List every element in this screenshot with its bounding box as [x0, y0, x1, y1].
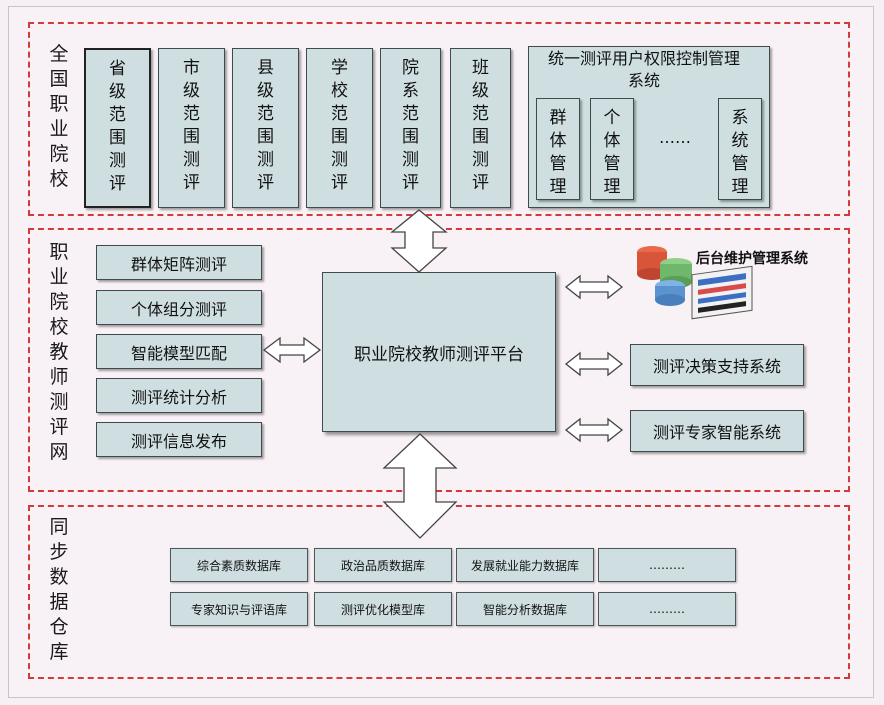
scope-label: 县级范围测评 [257, 58, 274, 193]
auth-item-individual: 个体管理 [590, 98, 634, 200]
function-box: 测评信息发布 [96, 422, 262, 457]
function-box: 个体组分测评 [96, 290, 262, 325]
horizontal-arrow-expert [564, 417, 624, 443]
auth-item-system: 系统管理 [718, 98, 762, 200]
vertical-arrow-bottom [382, 433, 458, 539]
function-label: 个体组分测评 [130, 299, 227, 319]
database-box: 综合素质数据库 [170, 548, 308, 582]
database-box: 测评优化模型库 [314, 592, 452, 626]
database-label: ……… [649, 602, 685, 616]
horizontal-arrow-left [262, 336, 322, 364]
platform-box: 职业院校教师测评平台 [322, 272, 556, 432]
scope-label: 院系范围测评 [402, 58, 419, 193]
function-label: 测评信息发布 [130, 431, 227, 451]
scope-label: 班级范围测评 [472, 58, 489, 193]
function-box: 测评统计分析 [96, 378, 262, 413]
function-box: 群体矩阵测评 [96, 245, 262, 280]
scope-label: 市级范围测评 [183, 58, 200, 193]
database-box: 政治品质数据库 [314, 548, 452, 582]
section-bottom-label: 同步数据仓库 [49, 516, 69, 663]
auth-item-label: 群体管理 [549, 108, 567, 197]
scope-box-county: 县级范围测评 [232, 48, 299, 208]
auth-item-group: 群体管理 [536, 98, 580, 200]
expert-system-box: 测评专家智能系统 [630, 410, 804, 452]
database-label: 专家知识与评语库 [190, 602, 287, 617]
database-label: 测评优化模型库 [340, 602, 425, 617]
database-box: ……… [598, 592, 736, 626]
scope-box-class: 班级范围测评 [450, 48, 511, 208]
auth-item-label: 系统管理 [731, 108, 749, 197]
function-label: 智能模型匹配 [130, 343, 227, 363]
horizontal-arrow-decision [564, 351, 624, 377]
function-box: 智能模型匹配 [96, 334, 262, 369]
database-label: 政治品质数据库 [340, 558, 425, 573]
auth-item-ellipsis: …… [659, 128, 691, 147]
backend-system-label: 后台维护管理系统 [696, 251, 808, 267]
scope-box-department: 院系范围测评 [380, 48, 441, 208]
decision-system-box: 测评决策支持系统 [630, 344, 804, 386]
database-box: 智能分析数据库 [456, 592, 594, 626]
auth-system-title: 统一测评用户权限控制管理系统 [547, 49, 740, 90]
database-box: 发展就业能力数据库 [456, 548, 594, 582]
decision-system-label: 测评决策支持系统 [652, 357, 781, 376]
function-label: 测评统计分析 [130, 387, 227, 407]
expert-system-label: 测评专家智能系统 [652, 423, 781, 442]
database-label: 发展就业能力数据库 [470, 558, 579, 573]
function-label: 群体矩阵测评 [130, 254, 227, 274]
scope-box-city: 市级范围测评 [158, 48, 225, 208]
section-top-label: 全国职业院校 [49, 43, 69, 190]
auth-item-label: 个体管理 [603, 108, 621, 197]
database-server-icon [637, 246, 753, 320]
section-top [28, 22, 850, 216]
scope-label: 省级范围测评 [109, 59, 126, 194]
section-middle-label: 职业院校教师测评网 [49, 241, 69, 463]
database-box: ……… [598, 548, 736, 582]
scope-box-province: 省级范围测评 [84, 48, 151, 208]
scope-label: 学校范围测评 [331, 58, 348, 193]
horizontal-arrow-backend [564, 274, 624, 300]
database-label: ……… [649, 558, 685, 572]
scope-box-school: 学校范围测评 [306, 48, 373, 208]
database-label: 智能分析数据库 [482, 602, 567, 617]
database-box: 专家知识与评语库 [170, 592, 308, 626]
platform-label: 职业院校教师测评平台 [354, 344, 524, 365]
database-label: 综合素质数据库 [196, 558, 281, 573]
vertical-arrow-top [390, 209, 448, 273]
